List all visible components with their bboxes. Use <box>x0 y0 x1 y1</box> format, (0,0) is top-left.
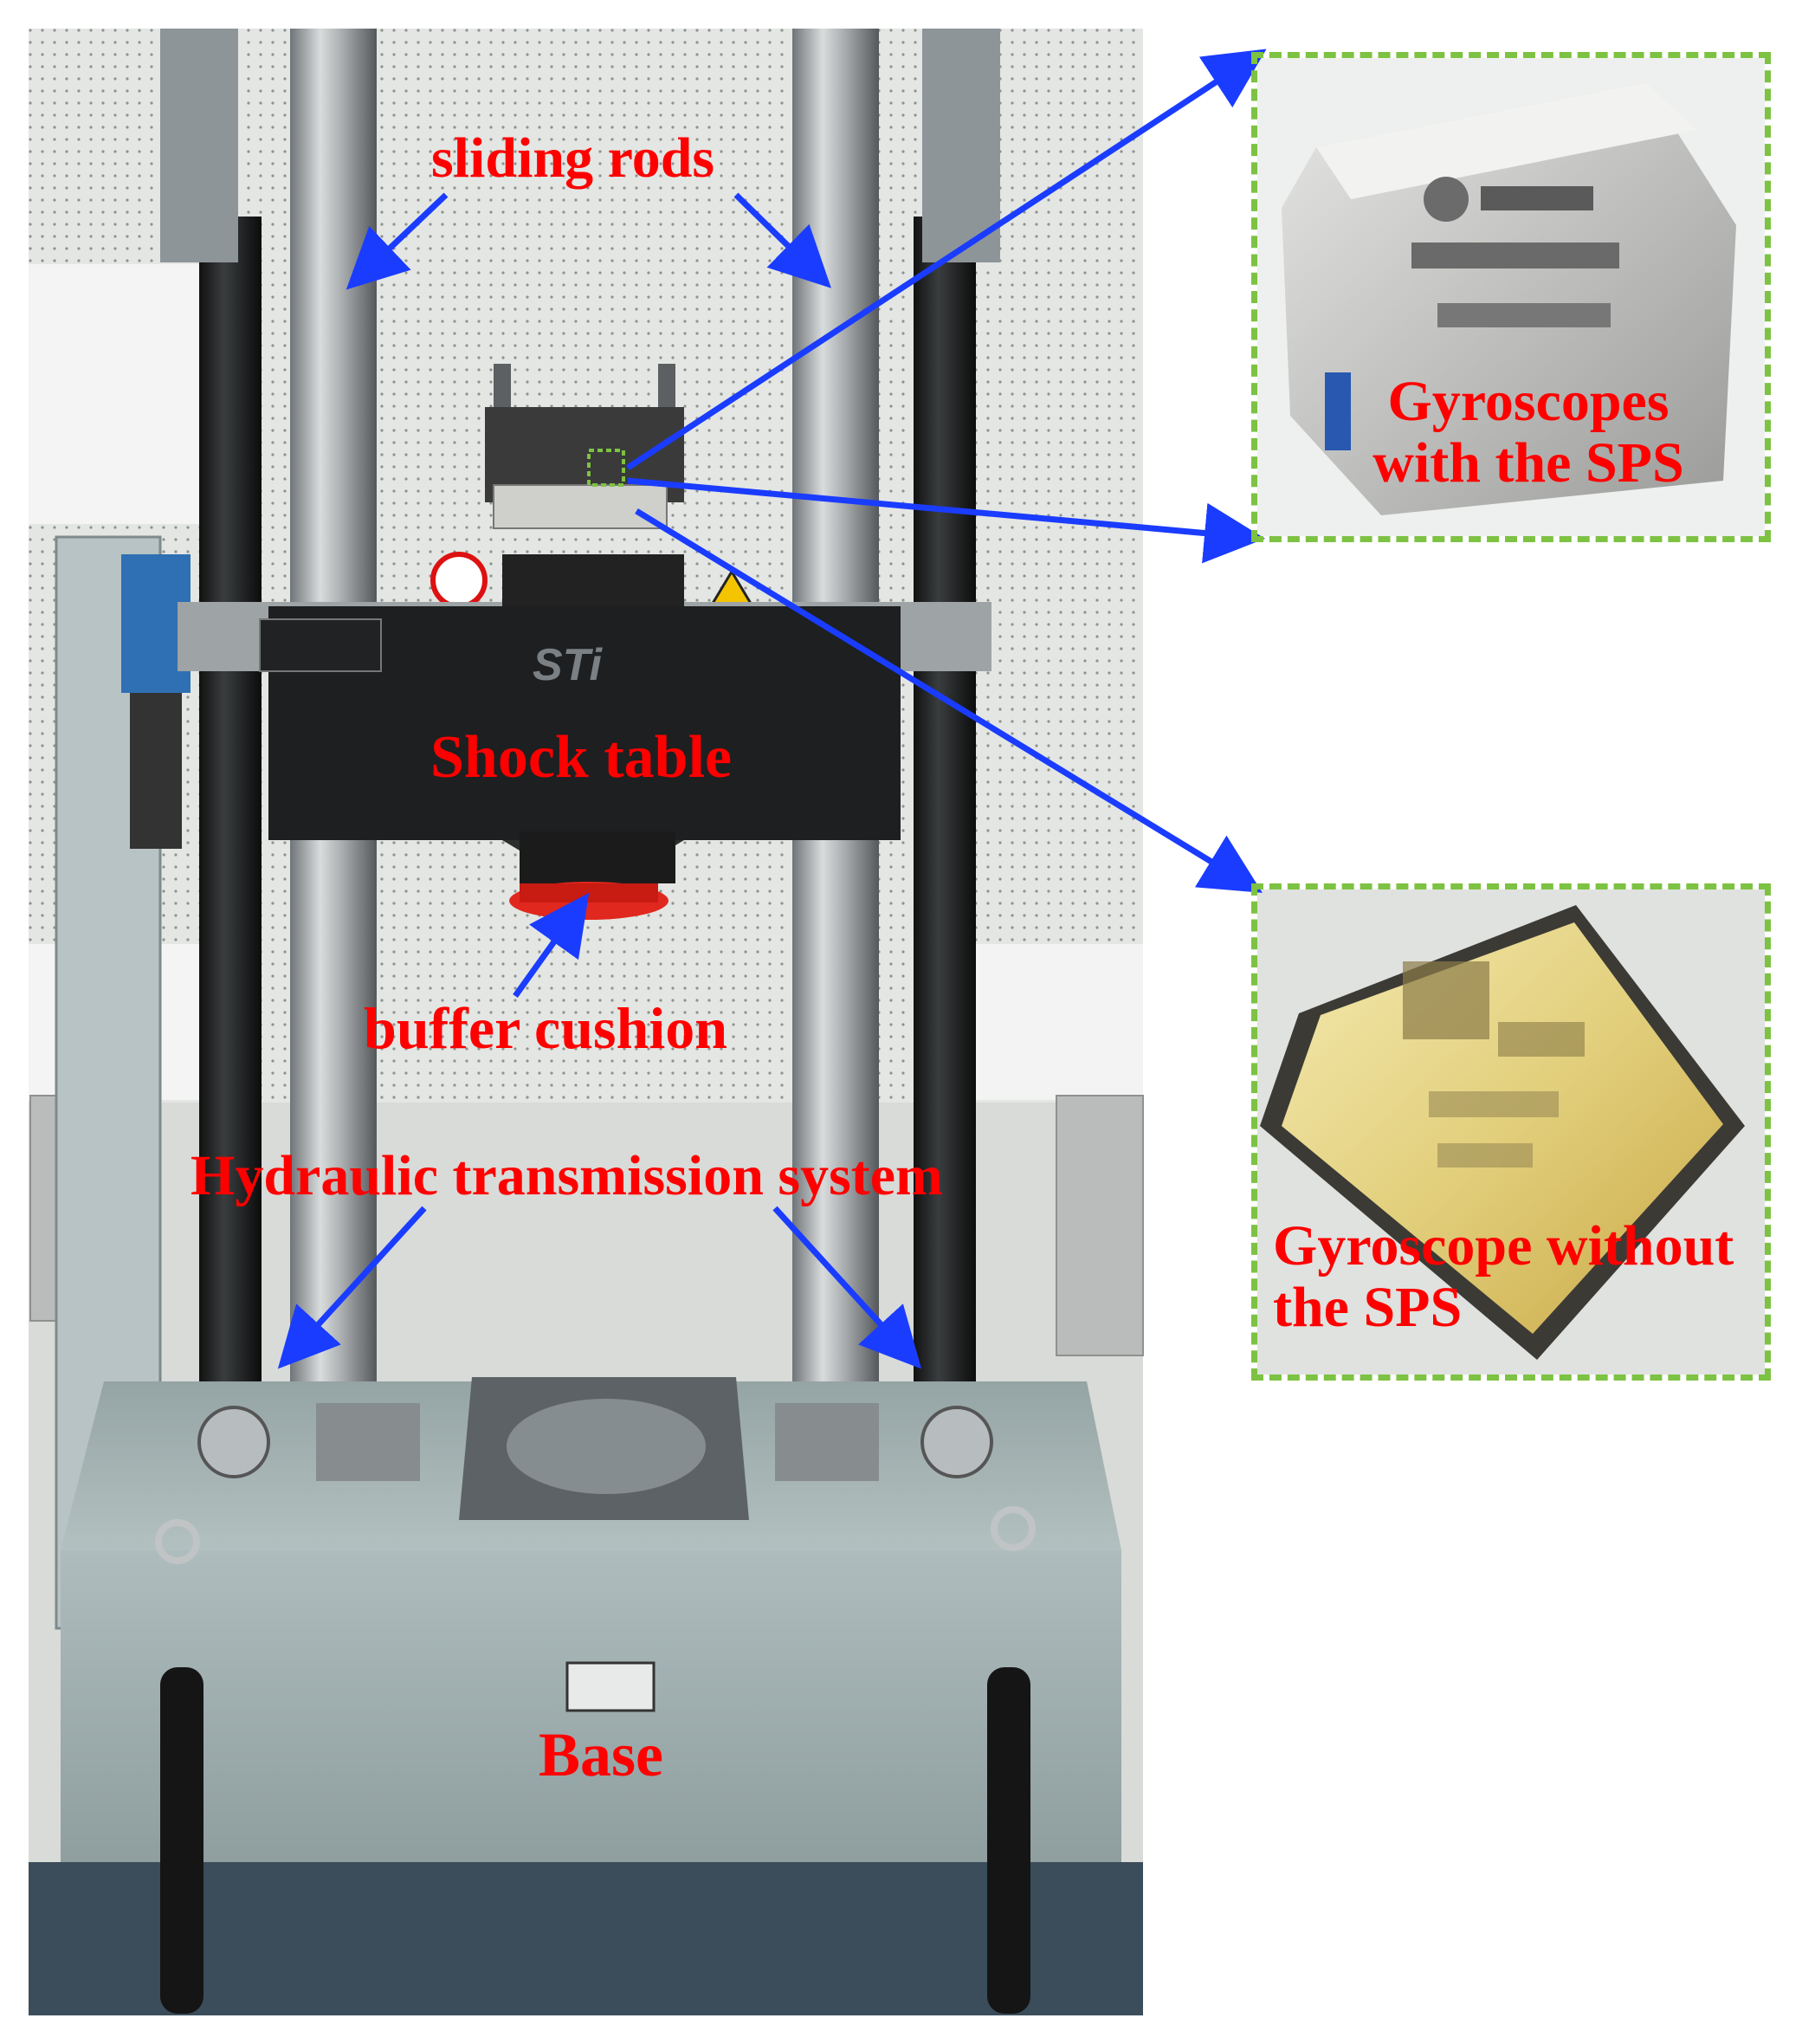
brand-logo-text: STi <box>533 640 604 690</box>
gyroscope-without-sps-inset <box>1251 883 1771 1381</box>
arrow-buffer-cushion <box>513 892 590 999</box>
gyroscope-without-sps-label: Gyroscope without the SPS <box>1273 1214 1734 1340</box>
gyroscopes-with-sps-label: Gyroscopes with the SPS <box>1372 370 1684 495</box>
hydraulic-system-label: Hydraulic transmission system <box>191 1144 944 1207</box>
arrow-hydraulic-right <box>772 1206 922 1369</box>
shock-table-label: Shock table <box>430 724 733 791</box>
arrow-to-bottom-inset <box>635 508 1263 893</box>
gyroscopes-with-sps-inset <box>1251 52 1771 542</box>
arrow-to-top-inset-upper <box>626 49 1267 470</box>
buffer-cushion-label: buffer cushion <box>364 995 728 1061</box>
arrow-sliding-rod-left <box>346 192 449 290</box>
arrow-sliding-rod-right <box>733 192 832 288</box>
arrow-hydraulic-left <box>277 1206 427 1369</box>
sliding-rods-label: sliding rods <box>431 126 715 190</box>
arrow-to-top-inset-lower <box>627 477 1265 564</box>
base-label: Base <box>539 1720 663 1789</box>
